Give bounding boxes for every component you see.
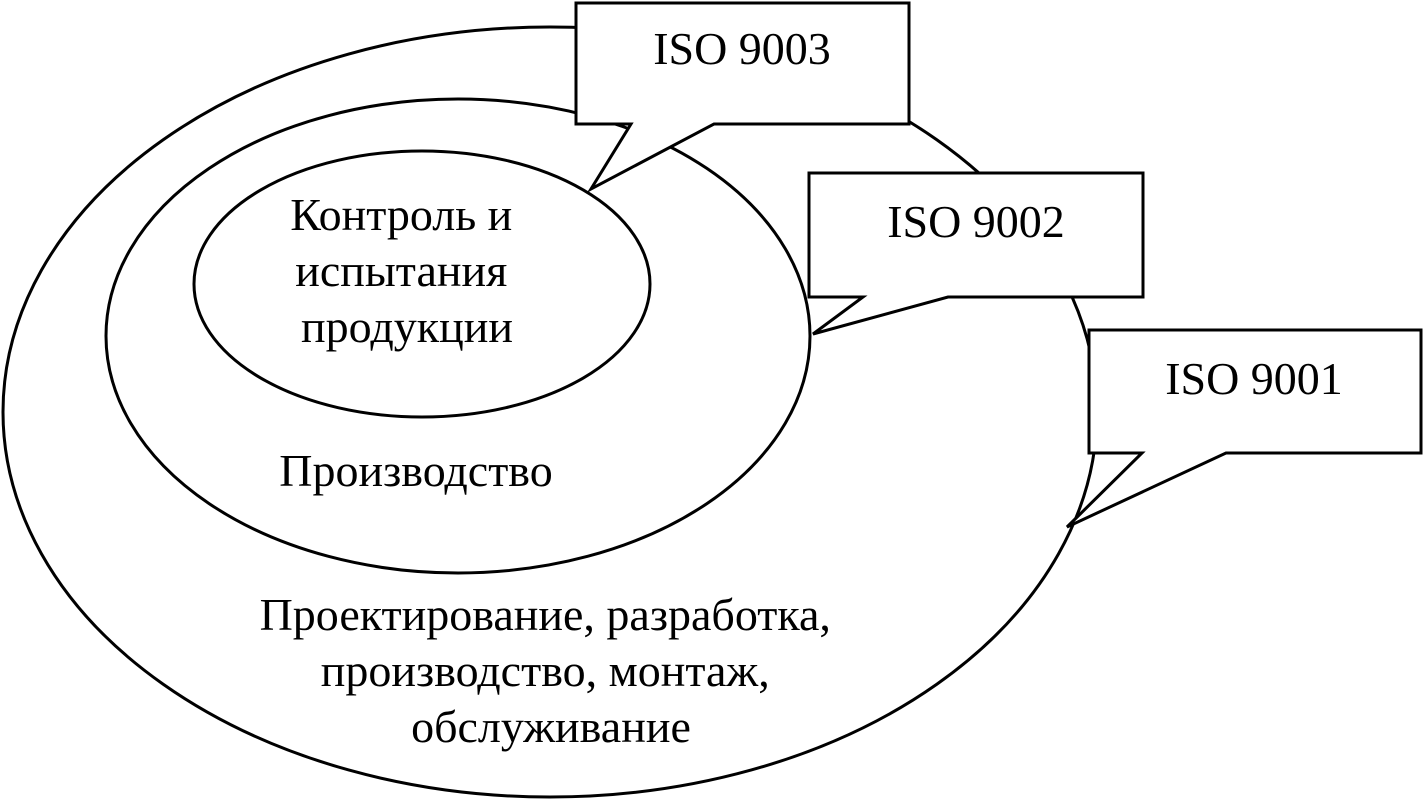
inner-zone-line-1: Контроль и xyxy=(290,189,512,240)
callout-iso9002-box xyxy=(807,171,1145,336)
callout-iso9003-box xyxy=(574,1,911,193)
outer-zone-line-2: производство, монтаж, xyxy=(321,645,770,696)
callout-iso9003: ISO 9003 xyxy=(574,1,911,193)
inner-zone-label: Контроль и испытания продукции xyxy=(290,189,524,352)
middle-zone-line-1: Производство xyxy=(279,445,552,496)
callout-iso9001: ISO 9001 xyxy=(1065,328,1423,529)
outer-zone-label: Проектирование, разработка, производство… xyxy=(260,589,843,752)
callout-iso9002: ISO 9002 xyxy=(807,171,1145,336)
inner-zone-line-3: продукции xyxy=(301,301,513,352)
inner-zone-line-2: испытания xyxy=(295,245,507,296)
middle-zone-label: Производство xyxy=(279,445,552,496)
callout-iso9003-label: ISO 9003 xyxy=(653,23,831,74)
outer-zone-line-1: Проектирование, разработка, xyxy=(260,589,831,640)
inner-ellipse-iso9003-scope xyxy=(192,149,652,419)
outer-zone-line-3: обслуживание xyxy=(411,701,691,752)
callout-iso9001-label: ISO 9001 xyxy=(1165,353,1343,404)
callout-iso9001-box xyxy=(1065,328,1423,529)
callout-iso9002-label: ISO 9002 xyxy=(887,196,1065,247)
